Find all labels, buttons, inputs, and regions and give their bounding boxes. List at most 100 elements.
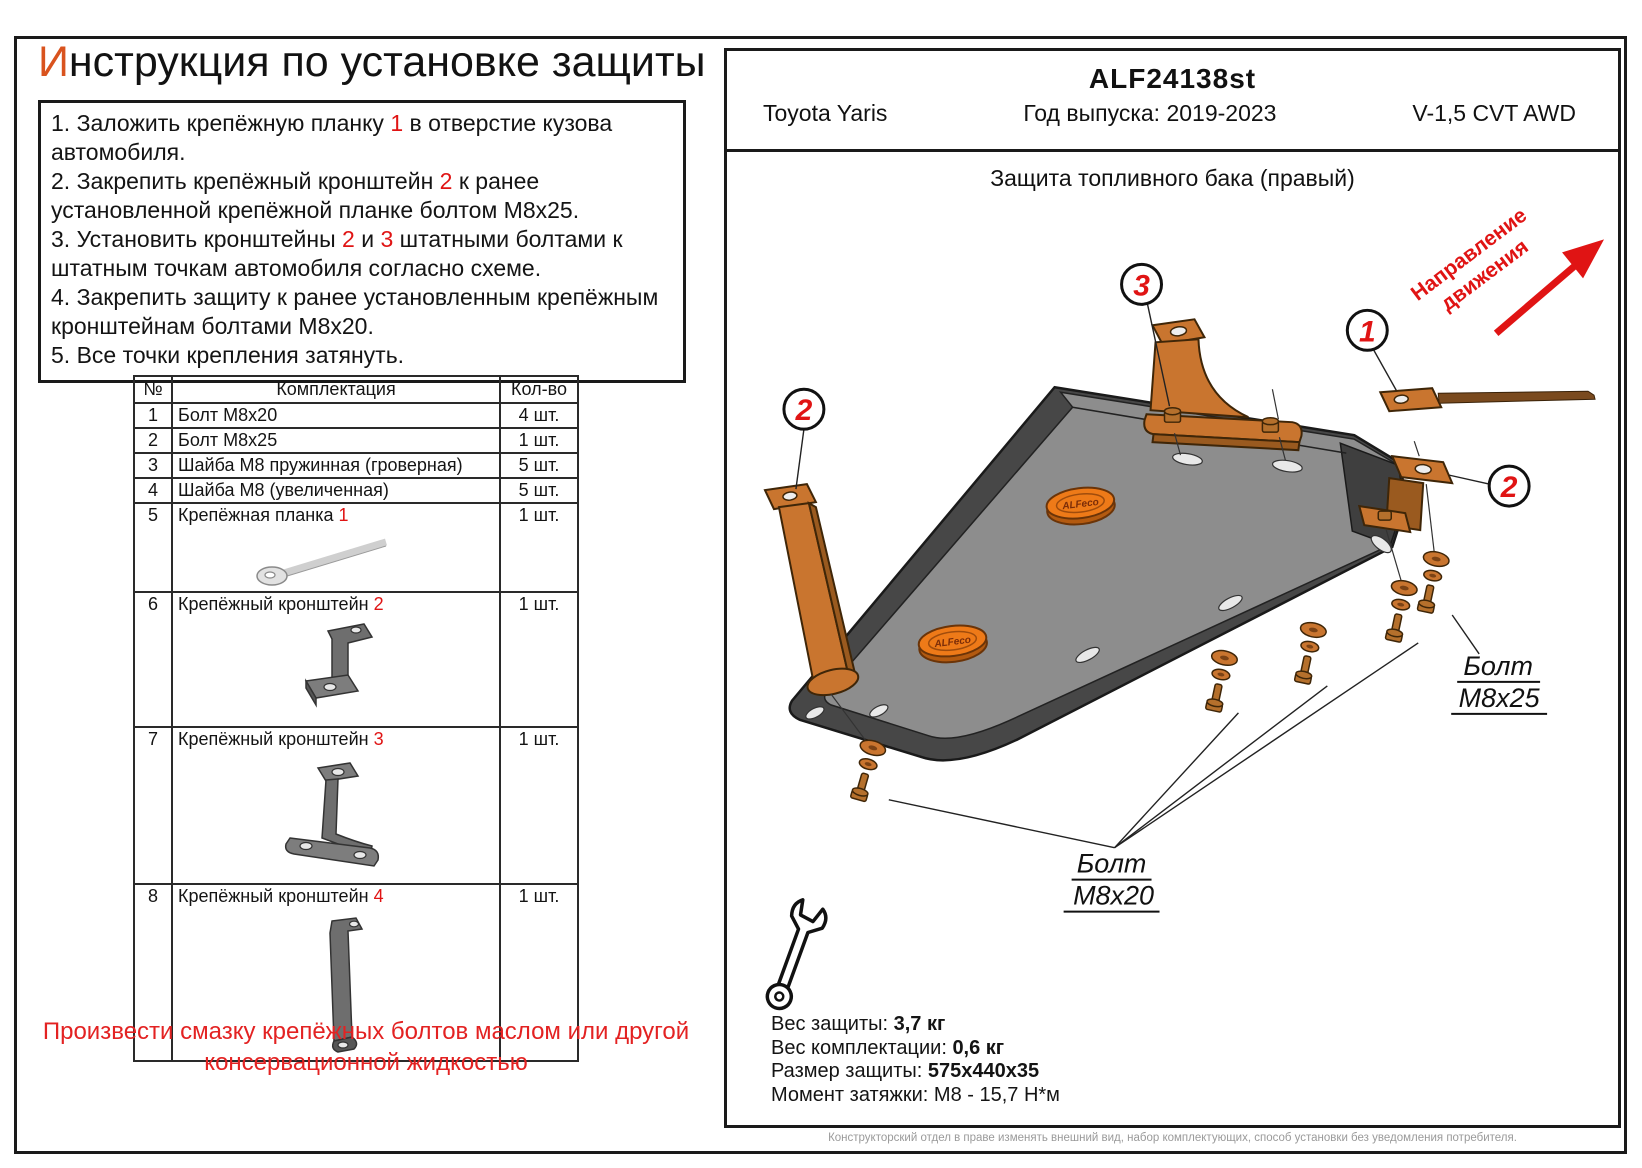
part-qty: 5 шт. [499, 452, 579, 479]
part-ref-number: 2 [439, 168, 453, 194]
wrench-icon [765, 898, 828, 1011]
part-row-number: 3 [133, 452, 173, 479]
svg-text:1: 1 [1359, 315, 1376, 348]
plate-slot [1218, 594, 1243, 612]
skid-plate: ALFeco ALFeco [788, 385, 1408, 762]
bolt-label-m8x20: Болт М8х20 [1063, 849, 1160, 913]
svg-text:ALFeco: ALFeco [1061, 497, 1100, 512]
fastener-stack [1293, 621, 1327, 685]
part-ref-number: 4 [373, 886, 384, 906]
part-ref-number: 1 [338, 505, 349, 525]
spec-line: Размер защиты: 575х440х35 [771, 1060, 1040, 1082]
bracket-nut [1163, 406, 1280, 433]
instruction-item: 3. Установить кронштейны 2 и 3 штатными … [51, 226, 623, 281]
title-first-letter: И [38, 38, 69, 86]
plate-slot [869, 704, 889, 718]
part-row-number: 4 [133, 477, 173, 504]
part-name: Болт М8х20 [171, 402, 501, 429]
drawing-panel: ALF24138st Toyota Yaris Год выпуска: 201… [724, 48, 1621, 1128]
plate-slot [805, 706, 825, 720]
plate-hole [1370, 534, 1392, 554]
svg-text:Болт: Болт [1463, 651, 1533, 681]
part-row-number: 7 [133, 726, 173, 885]
plate-hole [1271, 459, 1303, 473]
part-name: Крепёжный кронштейн 4 [171, 883, 501, 1062]
part-name: Крепёжный кронштейн 3 [171, 726, 501, 885]
part-ref-number: 2 [342, 226, 355, 252]
vehicle-name: Toyota Yaris [763, 100, 888, 126]
part-row-number: 6 [133, 591, 173, 728]
part-sketch-bracket_long [178, 909, 494, 1059]
part-row-number: 2 [133, 427, 173, 454]
assembly-diagram: Направление движения [763, 204, 1605, 1011]
part-sketch-bracket_t [178, 752, 494, 882]
part-ref-number: 1 [390, 110, 404, 136]
svg-text:2: 2 [795, 394, 813, 427]
parts-table-header-row: № Комплектация Кол-во [133, 375, 579, 404]
part-name: Шайба М8 (увеличенная) [171, 477, 501, 504]
mounting-strap [1378, 387, 1596, 413]
direction-arrow-head [1562, 239, 1605, 279]
fastener-stack [1416, 550, 1450, 614]
leader-lines [888, 614, 1480, 849]
direction-arrow-group: Направление движения [1407, 204, 1605, 336]
svg-text:ALFeco: ALFeco [933, 635, 972, 650]
bracket-top [1143, 318, 1303, 461]
bracket-right [1357, 440, 1454, 582]
panel-header: ALF24138st Toyota Yaris Год выпуска: 201… [727, 63, 1618, 152]
installation-instructions: 1. Заложить крепёжную планку 1 в отверст… [38, 100, 686, 383]
drawing-subtitle: Защита топливного бака (правый) [990, 165, 1355, 191]
part-name: Шайба М8 пружинная (гроверная) [171, 452, 501, 479]
spec-line: Вес комплектации: 0,6 кг [771, 1036, 1005, 1059]
page-title: Инструкция по установке защиты [38, 38, 706, 87]
callout-3: 3 [1120, 262, 1171, 407]
part-qty: 1 шт. [499, 591, 579, 728]
fastener-stack [1384, 579, 1418, 643]
svg-text:Болт: Болт [1077, 849, 1147, 879]
instruction-item: 4. Закрепить защиту к ранее установленны… [51, 284, 659, 339]
instruction-item: 1. Заложить крепёжную планку 1 в отверст… [51, 110, 613, 165]
plate-hole [1172, 452, 1203, 466]
bolt-label-m8x25: Болт М8х25 [1451, 651, 1548, 715]
direction-arrow-icon [1493, 258, 1583, 336]
title-rest: нструкция по установке защиты [68, 38, 706, 86]
brand-logo: ALFeco [1045, 486, 1116, 526]
part-ref-number: 3 [373, 729, 384, 749]
col-header-num: № [133, 375, 173, 404]
svg-text:2: 2 [1500, 471, 1518, 504]
spec-line: Вес защиты: 3,7 кг [771, 1013, 946, 1035]
part-qty: 1 шт. [499, 502, 579, 593]
svg-text:М8х20: М8х20 [1073, 881, 1154, 911]
part-qty: 4 шт. [499, 402, 579, 429]
bracket-left [763, 483, 870, 746]
fastener-stack [850, 739, 887, 803]
part-row-number: 1 [133, 402, 173, 429]
part-qty: 1 шт. [499, 427, 579, 454]
part-sketch-strap [178, 528, 494, 590]
col-header-qty: Кол-во [499, 375, 579, 404]
part-name: Болт М8х25 [171, 427, 501, 454]
part-qty: 1 шт. [499, 883, 579, 1062]
part-row-number: 5 [133, 502, 173, 593]
svg-text:3: 3 [1133, 269, 1150, 302]
callout-1: 1 [1345, 308, 1397, 391]
spec-line: Момент затяжки: М8 - 15,7 Н*м [771, 1083, 1060, 1106]
part-number: ALF24138st [1088, 63, 1257, 94]
page-border [14, 36, 1627, 1154]
vehicle-engine: V-1,5 CVT AWD [1412, 100, 1576, 126]
callout-2-left: 2 [782, 387, 826, 490]
part-ref-number: 3 [380, 226, 394, 252]
callout-2-right: 2 [1449, 464, 1531, 508]
plate-slot [1075, 646, 1100, 664]
instruction-item: 5. Все точки крепления затянуть. [51, 342, 405, 368]
fastener-stack [1205, 649, 1238, 713]
